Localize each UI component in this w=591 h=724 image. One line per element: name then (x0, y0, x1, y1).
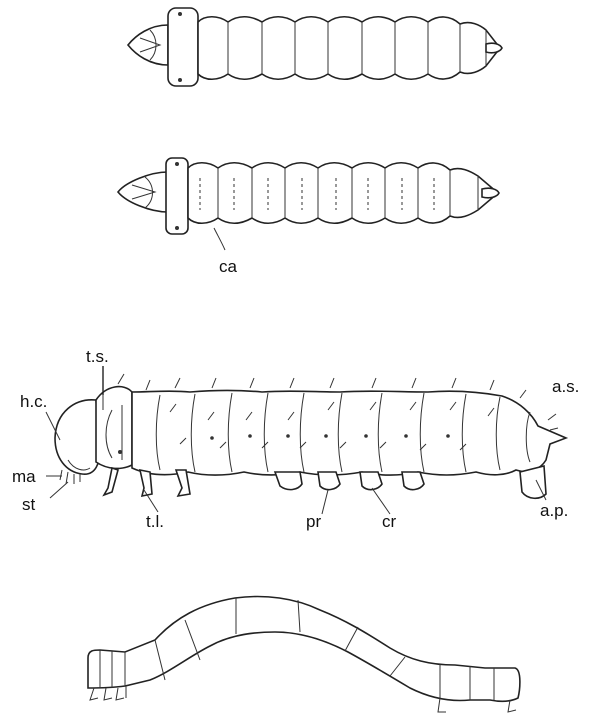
label-st: st (22, 495, 36, 514)
label-ap: a.p. (540, 501, 568, 520)
dorsal-2-head (118, 172, 168, 212)
cr-leader-line (372, 488, 390, 514)
label-as: a.s. (552, 377, 579, 396)
dorsal-1-segments (198, 17, 500, 80)
dorsal-2-pronotum (166, 158, 188, 234)
label-ma: ma (12, 467, 36, 486)
larva-looping-view (88, 597, 520, 713)
st-leader-line (50, 482, 68, 498)
ca-leader-line (214, 228, 225, 250)
lateral-head (55, 400, 100, 474)
label-cr: cr (382, 512, 397, 531)
larva-dorsal-view-2: ca (118, 158, 499, 276)
dorsal-1-anal-plate (486, 43, 502, 53)
pr-leader-line (322, 490, 328, 514)
dorsal-1-head (128, 25, 168, 65)
larva-dorsal-view-1 (128, 8, 502, 86)
label-tl: t.l. (146, 512, 164, 531)
thoracic-legs (104, 468, 190, 496)
dorsal-2-anal-plate (482, 188, 499, 198)
dorsal-1-pronotum (168, 8, 198, 86)
lateral-thorax (96, 387, 132, 469)
label-hc: h.c. (20, 392, 47, 411)
lateral-abdomen (132, 391, 566, 476)
label-ca: ca (219, 257, 238, 276)
label-pr: pr (306, 512, 321, 531)
anal-proleg (520, 466, 546, 498)
larva-lateral-view: t.s. h.c. ma st t.l. pr cr a.s. a.p. (12, 347, 579, 531)
label-ts: t.s. (86, 347, 109, 366)
looping-body (88, 597, 520, 702)
